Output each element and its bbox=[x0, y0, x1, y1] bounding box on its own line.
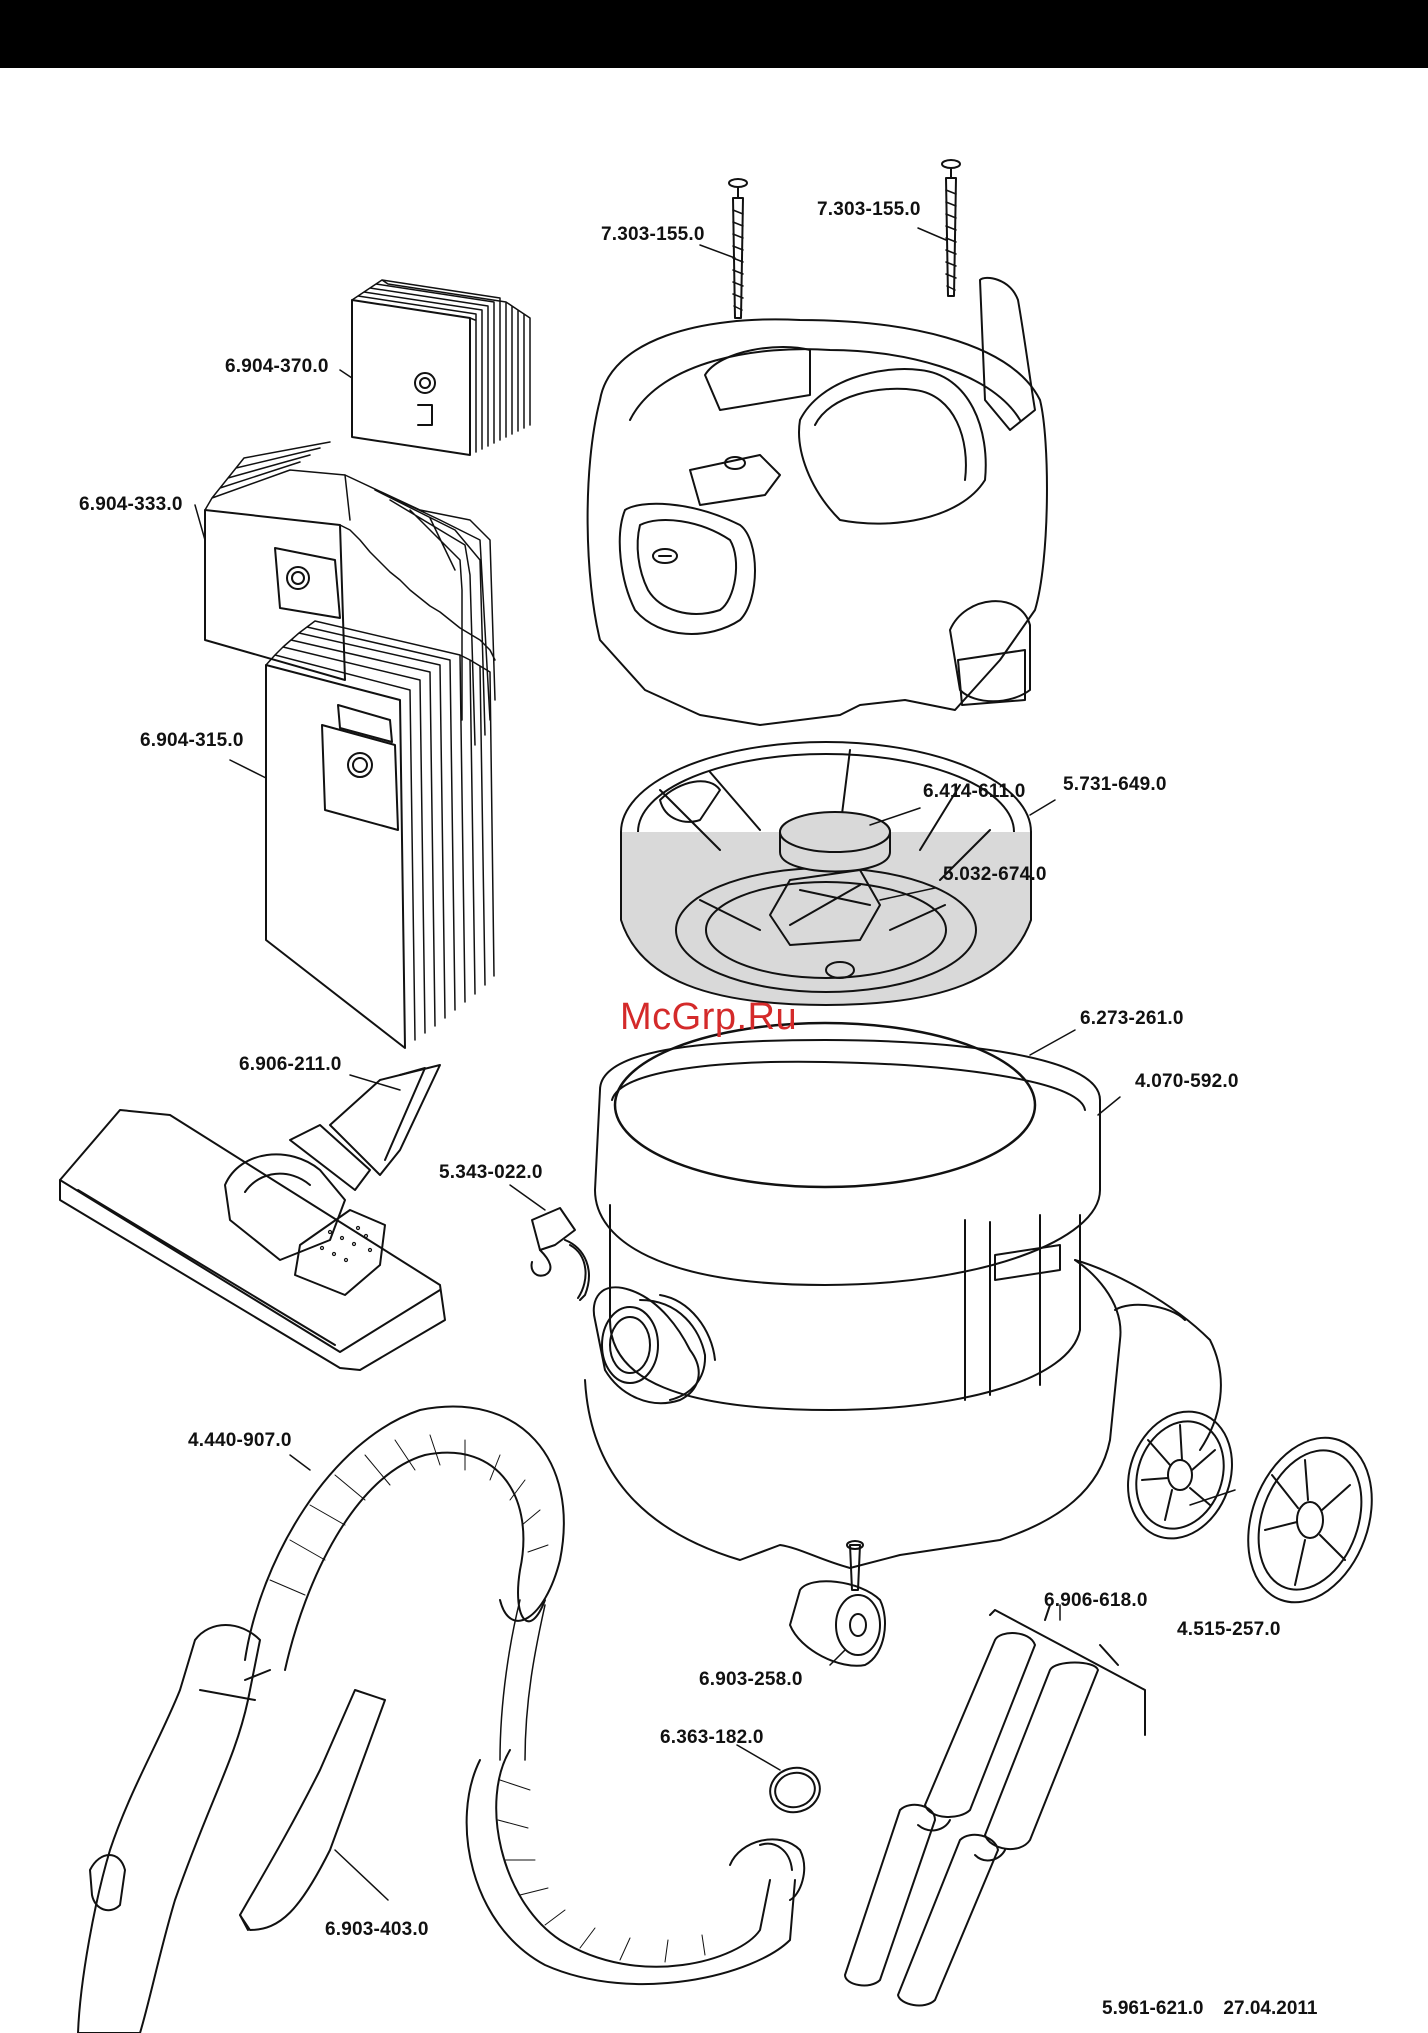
part-label-float-cage: 5.032-674.0 bbox=[943, 864, 1047, 886]
part-label-filter-basket: 5.731-649.0 bbox=[1063, 774, 1167, 796]
motor-head-drawing bbox=[588, 278, 1047, 725]
crevice-nozzle-drawing bbox=[240, 1690, 385, 1930]
part-label-filter-bag-c: 6.904-315.0 bbox=[140, 730, 244, 752]
part-label-wheel: 4.515-257.0 bbox=[1177, 1619, 1281, 1641]
screw-left-drawing bbox=[729, 179, 747, 318]
part-label-filter-bag-b: 6.904-333.0 bbox=[79, 494, 183, 516]
suction-hose-drawing bbox=[245, 1407, 804, 1984]
part-label-clip: 5.343-022.0 bbox=[439, 1162, 543, 1184]
footer-doc-number: 5.961-621.0 bbox=[1102, 1998, 1203, 2019]
part-label-crevice-nozzle: 6.903-403.0 bbox=[325, 1919, 429, 1941]
floor-nozzle-drawing bbox=[60, 1065, 445, 1370]
part-label-screw-right: 7.303-155.0 bbox=[817, 199, 921, 221]
part-label-caster: 6.903-258.0 bbox=[699, 1669, 803, 1691]
filter-bag-a-drawing bbox=[352, 280, 530, 455]
footer: 5.961-621.0 27.04.2011 bbox=[1102, 1998, 1337, 2020]
wheel-spare-drawing bbox=[1226, 1420, 1393, 1619]
clip-drawing bbox=[532, 1208, 589, 1300]
hose-handle-drawing bbox=[78, 1625, 270, 2033]
wheel-mounted-drawing bbox=[1111, 1397, 1249, 1553]
part-label-suction-hose: 4.440-907.0 bbox=[188, 1430, 292, 1452]
part-label-floor-nozzle: 6.906-211.0 bbox=[239, 1054, 342, 1076]
filter-bag-c-drawing bbox=[266, 621, 494, 1048]
caster-drawing bbox=[790, 1541, 885, 1666]
footer-date: 27.04.2011 bbox=[1223, 1998, 1317, 2019]
part-label-float: 6.414-611.0 bbox=[923, 781, 1026, 803]
part-label-o-ring: 6.363-182.0 bbox=[660, 1727, 764, 1749]
float-drawing bbox=[780, 812, 890, 872]
extension-tubes-drawing bbox=[845, 1605, 1145, 2005]
container-drawing bbox=[585, 1040, 1221, 1568]
part-label-filter-bag-a: 6.904-370.0 bbox=[225, 356, 329, 378]
part-label-screw-left: 7.303-155.0 bbox=[601, 224, 705, 246]
part-label-container: 4.070-592.0 bbox=[1135, 1071, 1239, 1093]
part-label-gasket: 6.273-261.0 bbox=[1080, 1008, 1184, 1030]
watermark-text: McGrp.Ru bbox=[620, 996, 797, 1039]
screw-right-drawing bbox=[942, 160, 960, 296]
part-label-extension-tubes: 6.906-618.0 bbox=[1044, 1590, 1148, 1612]
o-ring-drawing bbox=[765, 1762, 825, 1817]
leader-lines bbox=[195, 228, 1235, 1900]
